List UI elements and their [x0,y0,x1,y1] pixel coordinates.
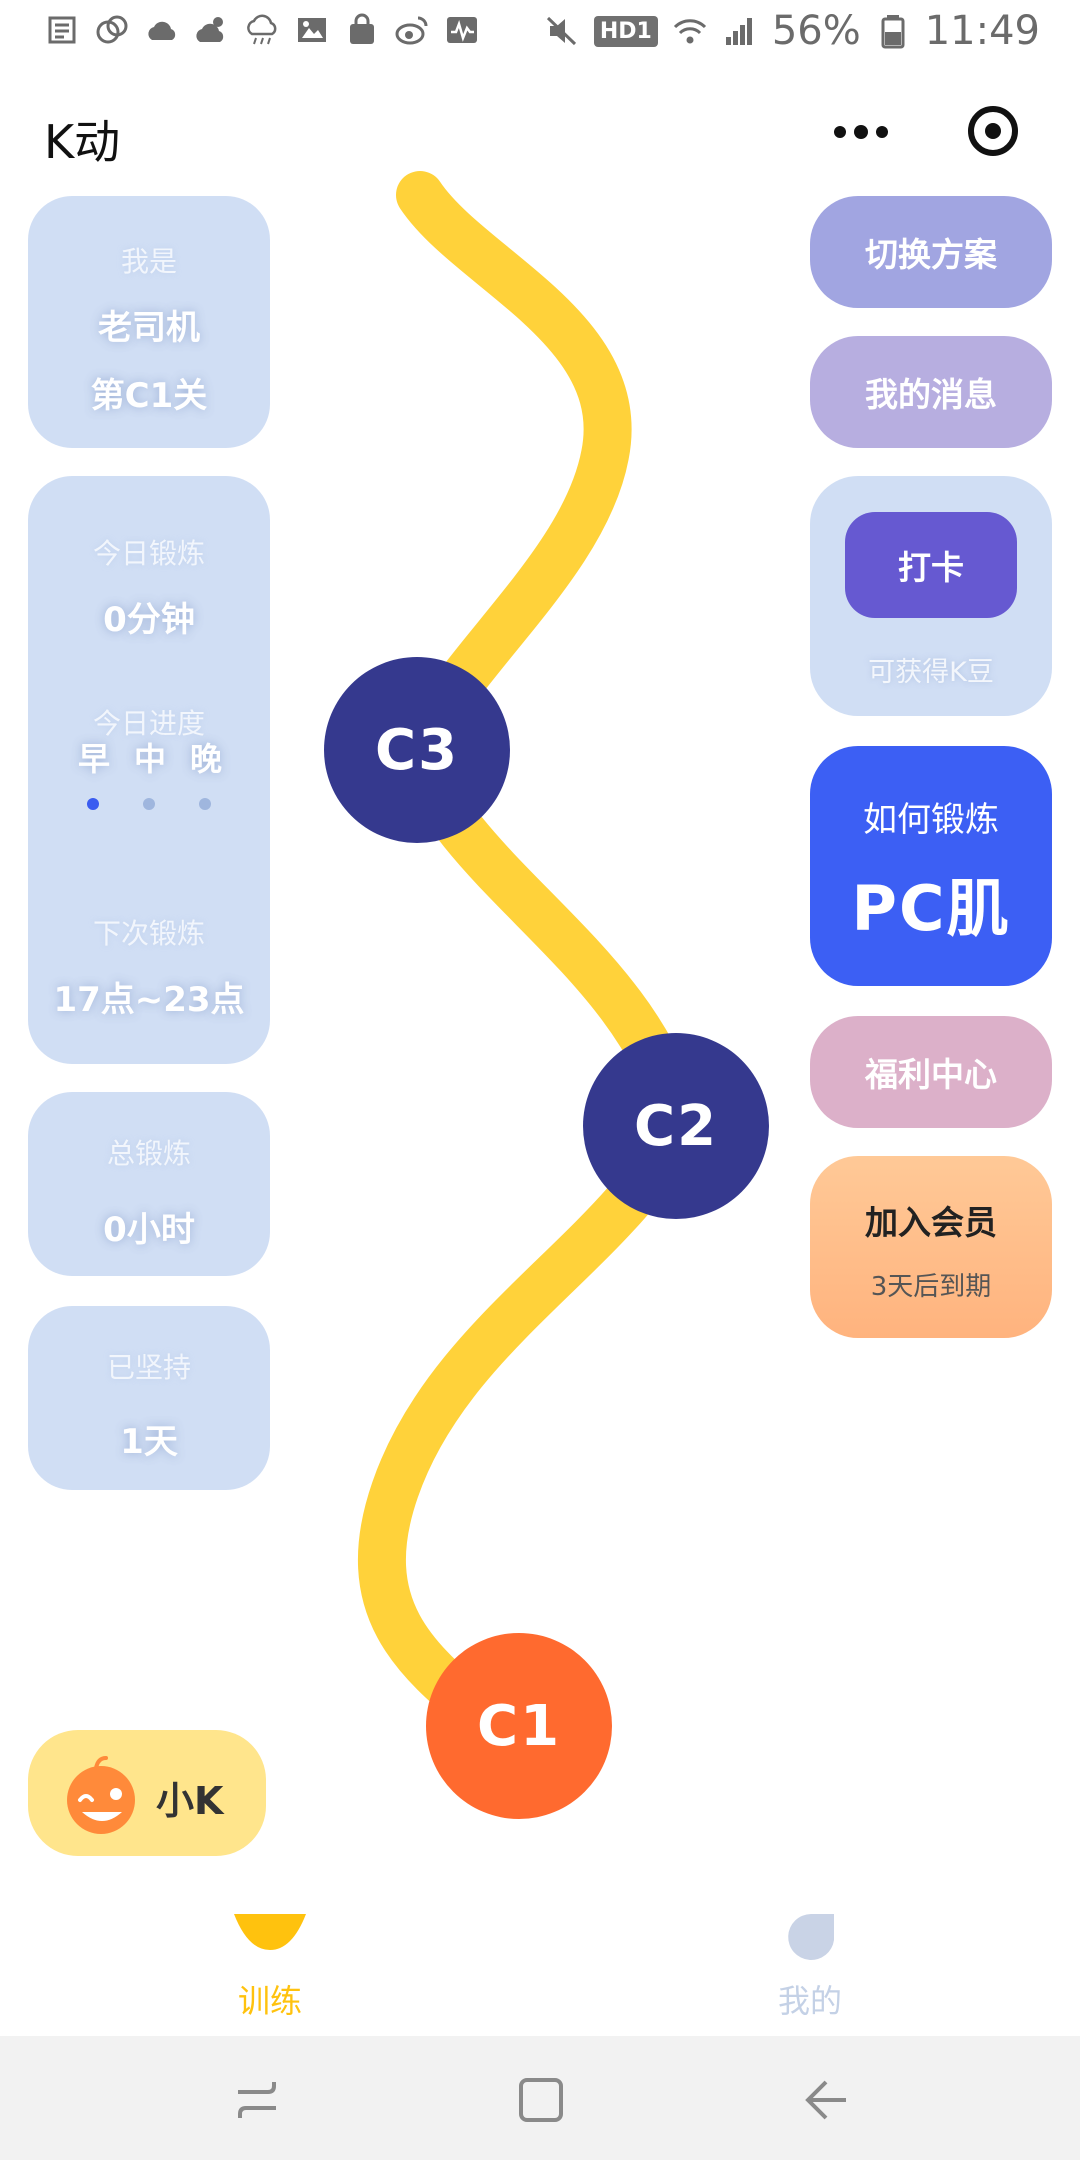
tab-mine[interactable]: 我的 [660,1880,960,2036]
tab-train[interactable]: 训练 [120,1880,420,2036]
identity-role: 老司机 [98,308,200,348]
streak-label: 已坚持 [106,1351,191,1384]
loop-icon [94,12,130,48]
recent-apps-icon[interactable] [232,2076,282,2124]
progress-dot [143,798,155,810]
level-node-c3[interactable]: C3 [324,657,510,843]
close-miniprogram-button[interactable] [968,106,1018,156]
next-exercise-label: 下次锻炼 [92,917,205,950]
triangle-icon [234,1914,306,1950]
today-card: 今日锻炼 0分钟 今日进度 早 中 晚 下次锻炼 17点~23点 [28,476,270,1064]
streak-card: 已坚持 1天 [28,1306,270,1490]
progress-dots [28,798,270,810]
next-exercise-value: 17点~23点 [53,980,245,1020]
progress-dot [199,798,211,810]
home-icon[interactable] [516,2076,566,2124]
app-title: K动 [44,115,121,169]
cloud-sun-icon [194,12,230,48]
battery-icon [875,13,911,49]
howto-label: 如何锻炼 [863,800,999,840]
assistant-label: 小K [156,1779,224,1823]
more-dot-icon [834,126,846,138]
slot-morning: 早 [78,740,111,778]
checkin-button[interactable]: 打卡 [845,512,1017,618]
level-node-c2[interactable]: C2 [583,1033,769,1219]
more-dot-icon [876,126,888,138]
checkin-reward-text: 可获得K豆 [868,657,994,688]
welfare-center-button[interactable]: 福利中心 [810,1016,1052,1128]
mascot-icon [67,1756,135,1834]
identity-card: 我是 老司机 第C1关 [28,196,270,448]
bag-icon [344,12,380,48]
more-menu-button[interactable] [830,120,890,144]
tab-mine-label: 我的 [777,1982,842,2020]
vip-title: 加入会员 [865,1203,997,1242]
slot-noon: 中 [134,740,167,778]
wifi-icon [672,13,708,49]
total-card: 总锻炼 0小时 [28,1092,270,1276]
status-icons-right: HD1 56% 11:49 [544,8,1040,54]
today-exercise-value: 0分钟 [103,600,195,640]
back-icon[interactable] [800,2076,850,2124]
status-bar: HD1 56% 11:49 [0,0,1080,66]
image-icon [294,12,330,48]
pulse-icon [444,12,480,48]
checkin-card: 打卡 可获得K豆 [810,476,1052,716]
tab-train-label: 训练 [237,1982,302,2020]
status-icons-left [44,12,480,48]
signal-icon [722,13,758,49]
today-progress-label: 今日进度 [92,707,205,740]
app-bar: K动 [0,66,1080,196]
switch-plan-button[interactable]: 切换方案 [810,196,1052,308]
cloud-icon [144,12,180,48]
level-node-c1[interactable]: C1 [426,1633,612,1819]
messages-button[interactable]: 我的消息 [810,336,1052,448]
slot-evening: 晚 [190,740,223,778]
rain-icon [244,12,280,48]
hd-badge: HD1 [593,15,658,47]
weibo-icon [394,12,430,48]
vip-expiry: 3天后到期 [870,1272,992,1302]
bottom-tab-bar: 训练 我的 [0,1880,1080,2036]
battery-level: 56% [771,8,861,54]
howto-card[interactable]: 如何锻炼 PC肌 [810,746,1052,986]
total-label: 总锻炼 [106,1137,191,1170]
vip-card[interactable]: 加入会员 3天后到期 [810,1156,1052,1338]
total-value: 0小时 [103,1210,195,1250]
identity-label: 我是 [120,245,177,278]
streak-value: 1天 [120,1422,178,1462]
clock: 11:49 [924,8,1040,54]
identity-level: 第C1关 [90,376,208,416]
drop-icon [788,1914,834,1960]
notes-icon [44,12,80,48]
progress-dot [87,798,99,810]
system-nav-bar [0,2036,1080,2160]
howto-title: PC肌 [851,872,1011,945]
progress-slots: 早 中 晚 [28,734,270,780]
more-dot-icon [854,125,868,139]
assistant-button[interactable]: 小K [28,1730,266,1856]
mute-icon [544,13,580,49]
today-exercise-label: 今日锻炼 [92,537,205,570]
